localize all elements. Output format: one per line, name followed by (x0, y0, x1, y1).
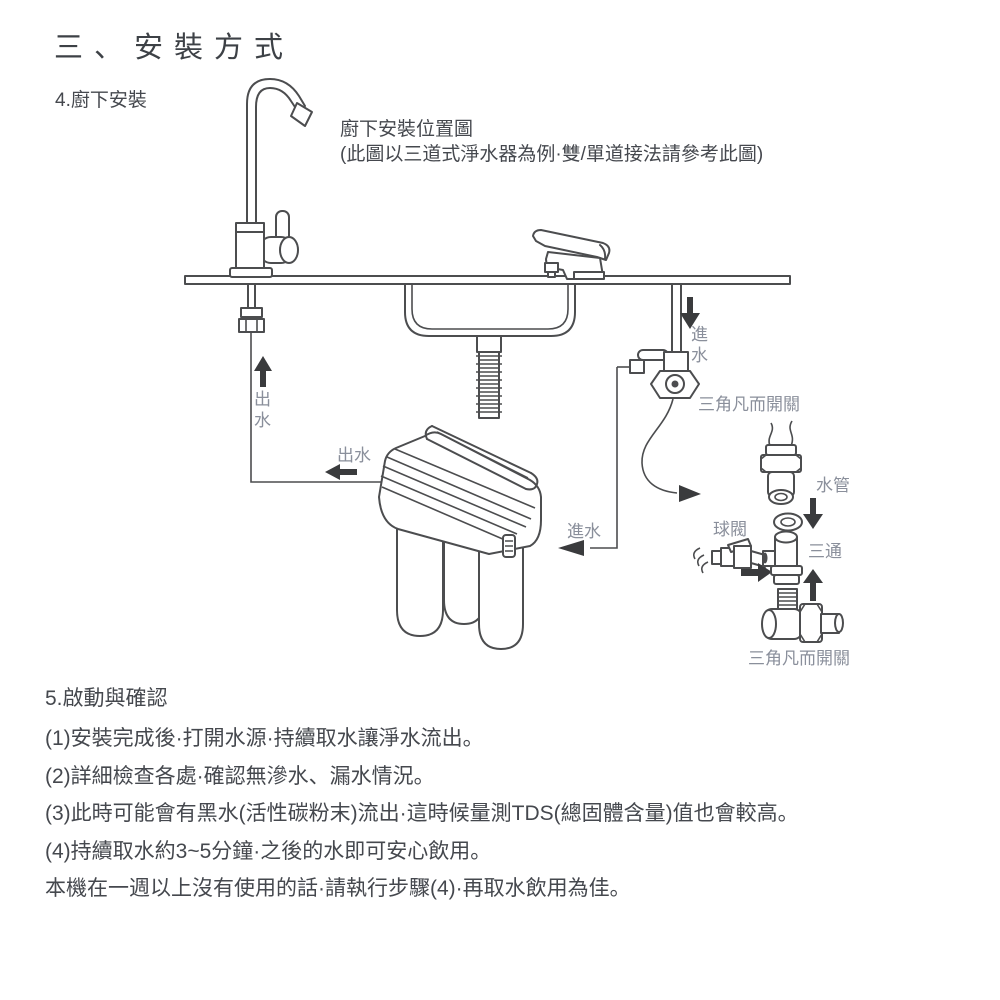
counter-top (184, 275, 791, 285)
label-ball-valve: 球閥 (713, 520, 747, 539)
arrow-left-filter-inlet (558, 540, 584, 556)
filter-head (378, 431, 542, 555)
gooseneck-faucet-drawing (229, 78, 313, 333)
inlet-pipe-under-counter (671, 283, 682, 354)
hose-curve (641, 398, 701, 502)
faucet-base (229, 267, 273, 278)
diagram-title: 廚下安裝位置圖 (340, 119, 474, 140)
flow-arrows (254, 297, 700, 480)
tee-fitting-drawing (762, 530, 803, 585)
section-5: 5.啟動與確認 (1)安裝完成後·打開水源·持續取水讓淨水流出。 (2)詳細檢查… (45, 684, 799, 908)
arrow-right-hose (679, 485, 701, 502)
angle-valve-under-counter (617, 349, 700, 399)
instruction-note: 本機在一週以上沒有使用的話·請執行步驟(4)·再取水飲用為佳。 (45, 877, 631, 900)
instruction-step-3: (3)此時可能會有黑水(活性碳粉末)流出·這時候量測TDS(總固體含量)值也會較… (45, 802, 799, 825)
arrow-left-outlet (325, 464, 357, 480)
parts-exploded-view (693, 420, 844, 643)
label-angle-valve-bottom: 三角凡而開關 (748, 649, 850, 668)
arrow-right-parts (741, 563, 772, 582)
filter-cartridge-right (478, 539, 524, 650)
section-5-heading: 5.啟動與確認 (45, 687, 168, 710)
faucet-body (235, 222, 265, 272)
label-tee-fitting: 三通 (808, 542, 842, 561)
kitchen-faucet-drawing (532, 229, 611, 280)
outlet-supply-line (250, 332, 383, 483)
instruction-step-4: (4)持續取水約3~5分鐘·之後的水即可安心飲用。 (45, 839, 492, 863)
angle-valve-drawing-bottom (761, 603, 844, 643)
sink-basin (404, 283, 576, 337)
label-inlet-under-counter: 進水 (691, 325, 708, 365)
arrow-up-parts (803, 569, 823, 601)
diagram-subtitle: (此圖以三道式淨水器為例·雙/單道接法請參考此圖) (340, 144, 764, 165)
instruction-step-2: (2)詳細檢查各處·確認無滲水、漏水情況。 (45, 764, 435, 788)
section-4-label: 4.廚下安裝 (55, 90, 147, 111)
label-outlet-to-faucet: 出水 (337, 446, 371, 465)
washer-ring (773, 512, 803, 532)
arrow-down-inlet (680, 297, 700, 329)
arrow-up-outlet (254, 356, 272, 387)
water-tube-connector (760, 420, 802, 505)
sink-drain-pipe (476, 335, 502, 419)
filter-inlet-line (558, 367, 618, 556)
filter-unit-drawing (378, 425, 542, 650)
label-inlet-to-filter: 進水 (567, 522, 601, 541)
label-angle-valve-top: 三角凡而開關 (698, 395, 800, 414)
ball-valve-drawing (693, 538, 766, 574)
filter-cartridge-left (396, 519, 444, 637)
label-water-tube: 水管 (816, 476, 850, 495)
instruction-step-1: (1)安裝完成後·打開水源·持續取水讓淨水流出。 (45, 727, 484, 750)
page-title: 三、安裝方式 (54, 32, 295, 64)
arrow-down-parts (803, 498, 823, 529)
label-outlet-riser: 出水 (254, 390, 271, 430)
installation-diagram (184, 78, 844, 650)
faucet-spout-tip (290, 102, 313, 127)
